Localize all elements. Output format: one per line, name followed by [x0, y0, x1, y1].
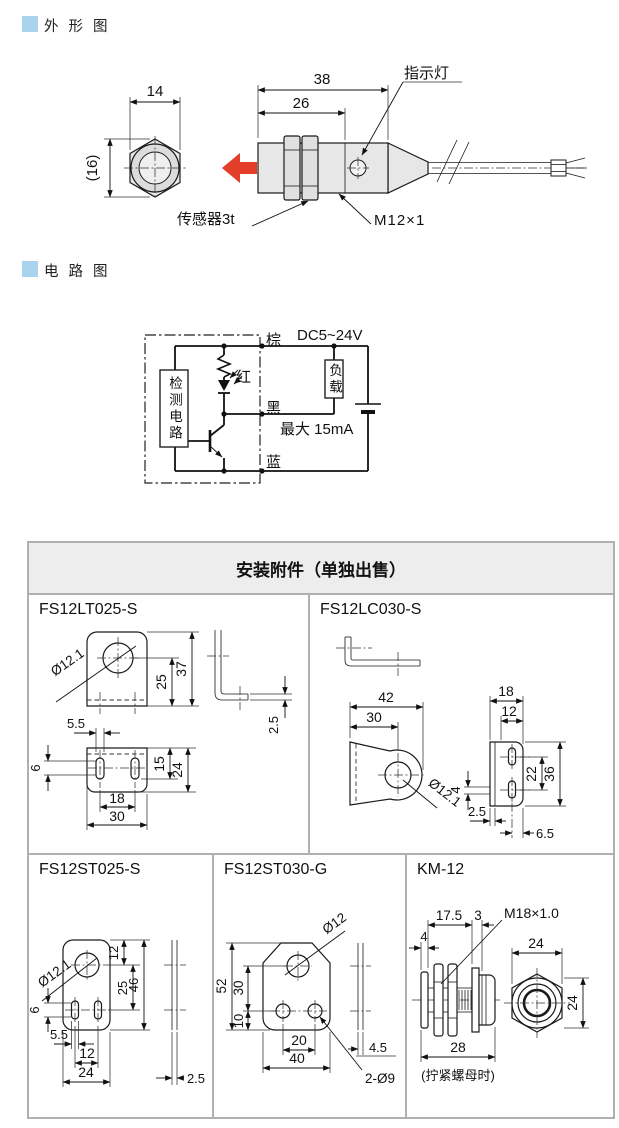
dim-label: 12	[501, 703, 517, 719]
accessory-name: FS12ST025-S	[39, 861, 141, 878]
accessory-name: FS12LC030-S	[320, 601, 422, 618]
max-current-label: 最大 15mA	[280, 421, 354, 438]
dim-label: 25	[153, 674, 169, 690]
dim-label: 28	[450, 1039, 466, 1055]
dim-label: 30	[366, 709, 382, 725]
dim-label: 40	[289, 1050, 305, 1066]
accessory-name: FS12LT025-S	[39, 601, 138, 618]
dim-label: 30	[109, 808, 125, 824]
dim-label: 18	[498, 683, 514, 699]
dim-label: 5.5	[67, 716, 85, 731]
dim-label: 24	[564, 995, 580, 1011]
nut-front-view: 14 (16)	[84, 83, 186, 200]
dim-label: 3	[474, 908, 482, 923]
dim-label: 15	[151, 756, 167, 772]
FS12LC030-S-drawing: 42 30 Ø12.1	[336, 636, 566, 841]
dim-label: 24	[78, 1064, 94, 1080]
sensing-face-label: 传感器3t	[177, 211, 235, 228]
dim-front-width: 14	[147, 83, 164, 100]
FS12ST030-G-drawing: Ø12 52 30 10 20	[214, 910, 396, 1086]
circuit-section-title: 电 路 图	[44, 264, 111, 280]
dim-label: 12	[106, 946, 121, 960]
dim-label: 6	[28, 764, 43, 771]
detection-circuit-label: 检测电路	[167, 375, 182, 442]
dim-label: 30	[231, 980, 246, 995]
dim-total-length: 38	[314, 71, 331, 88]
dim-label: 24	[169, 762, 185, 778]
load-label: 负载	[327, 362, 342, 396]
cell-FS12ST030-G: FS12ST030-G Ø12 52	[214, 855, 407, 1117]
detection-circuit-box	[159, 369, 189, 448]
dim-label: 6	[27, 1006, 42, 1013]
dim-label: 36	[541, 766, 557, 782]
KM-12-drawing: 17.5 3 4 M18×1.0 28 (拧紧螺母时)	[409, 905, 589, 1083]
cell-FS12LC030-S: FS12LC030-S	[310, 595, 613, 853]
dim-label: 4	[420, 929, 427, 944]
dim-front-height: (16)	[84, 155, 101, 182]
dim-label: 4	[448, 786, 463, 793]
FS12ST025-S-drawing: Ø12.1 12 25 46 6	[27, 939, 205, 1087]
dim-label: 20	[291, 1032, 307, 1048]
indicator-label: 指示灯	[404, 65, 449, 82]
supply-voltage-label: DC5~24V	[297, 327, 363, 344]
dim-label: 52	[214, 978, 229, 993]
outline-section-title: 外 形 图	[44, 19, 111, 35]
accessory-name: FS12ST030-G	[224, 861, 328, 878]
dim-label: 2.5	[187, 1071, 205, 1086]
dim-label: 5.5	[50, 1027, 68, 1042]
accessory-name: KM-12	[417, 861, 465, 878]
load-box	[324, 359, 344, 399]
section-marker-icon	[22, 261, 38, 277]
accessories-table-header: 安装附件（单独出售）	[29, 543, 613, 595]
dim-label: 17.5	[436, 908, 462, 923]
dim-label: 24	[528, 935, 544, 951]
tightened-nut-note: (拧紧螺母时)	[421, 1068, 495, 1083]
dim-label: 10	[231, 1014, 246, 1028]
sensor-side-view: 38 26 指示灯 传感器3t M12×1	[177, 65, 587, 229]
section-marker-icon	[22, 16, 38, 32]
thread-label: M18×1.0	[504, 905, 559, 921]
cell-FS12LT025-S: FS12LT025-S Ø12.1 25	[28, 595, 310, 853]
wire-brown-label: 棕	[266, 332, 282, 349]
dim-label: 46	[126, 978, 141, 992]
holes-label: 2-Ø9	[365, 1071, 395, 1086]
hole-dia-label: Ø12	[320, 910, 349, 937]
dim-label: 12	[79, 1045, 95, 1061]
cell-FS12ST025-S: FS12ST025-S Ø12.1 12	[27, 855, 214, 1117]
thread-label: M12×1	[374, 212, 425, 229]
dim-body-length: 26	[293, 95, 310, 112]
dim-label: 4.5	[369, 1040, 387, 1055]
dim-label: 42	[378, 689, 394, 705]
hole-dia-label: Ø12.1	[48, 646, 87, 679]
dim-label: 22	[523, 766, 539, 782]
dim-label: 2.5	[266, 716, 281, 734]
wire-black-label: 黑	[266, 400, 282, 417]
outline-drawing: 14 (16)	[84, 65, 587, 229]
led-red-label: 红	[236, 369, 252, 386]
dim-label: 2.5	[468, 804, 486, 819]
accessories-table: 安装附件（单独出售） FS12LT025-S Ø12.1	[27, 541, 615, 1119]
cell-KM-12: KM-12	[407, 855, 613, 1117]
dim-label: 25	[115, 981, 130, 995]
FS12LT025-S-drawing: Ø12.1 25 37	[28, 630, 292, 830]
dim-label: 18	[109, 790, 125, 806]
sensing-direction-arrow	[222, 153, 257, 183]
wire-blue-label: 蓝	[266, 454, 282, 471]
dim-label: 37	[173, 661, 189, 677]
dim-label: 6.5	[536, 826, 554, 841]
circuit-drawing	[144, 334, 381, 484]
